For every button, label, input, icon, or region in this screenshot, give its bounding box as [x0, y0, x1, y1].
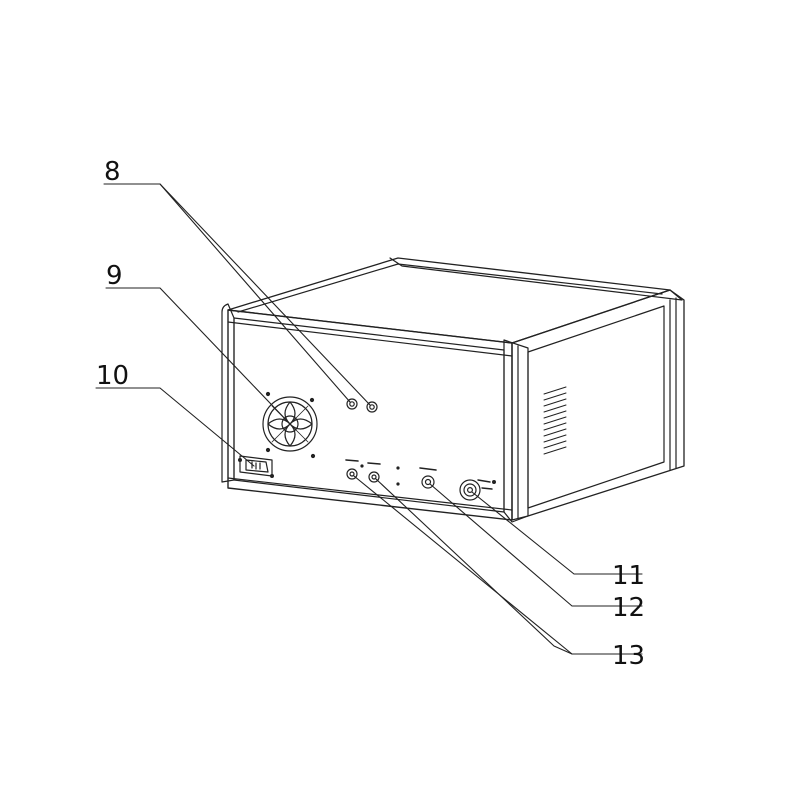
front-right-cap — [503, 339, 529, 523]
power-inlet-icon — [238, 455, 275, 479]
leader-13 — [353, 475, 643, 655]
leader-12 — [429, 483, 643, 607]
leader-11 — [471, 491, 643, 575]
leader-10 — [95, 387, 255, 467]
callout-labels: 8 9 10 11 12 13 — [96, 157, 645, 671]
side-panel — [511, 289, 685, 521]
side-panel-inner — [527, 305, 665, 509]
callout-12: 12 — [612, 593, 645, 623]
enclosure — [221, 257, 685, 523]
callout-8: 8 — [104, 157, 121, 187]
side-rear-rail — [669, 297, 677, 471]
fan-icon — [262, 391, 318, 459]
callout-11: 11 — [612, 561, 645, 591]
front-bottom-trim — [227, 477, 513, 511]
leader-8b — [159, 183, 371, 406]
terminal-screw-icon — [346, 398, 378, 413]
callout-9: 9 — [106, 261, 123, 291]
bnc-connector-icon — [459, 479, 497, 501]
leader-lines — [95, 183, 643, 655]
output-connector-icon — [419, 467, 437, 489]
signal-connector-icon — [345, 459, 400, 486]
front-left-cap — [221, 303, 235, 483]
leader-13b — [375, 478, 573, 655]
callout-13: 13 — [612, 641, 645, 671]
leader-9 — [105, 287, 291, 425]
top-rail — [389, 257, 683, 301]
callout-10: 10 — [96, 361, 129, 391]
leader-8 — [103, 183, 351, 403]
side-vents — [543, 386, 567, 455]
front-top-trim — [227, 321, 513, 357]
